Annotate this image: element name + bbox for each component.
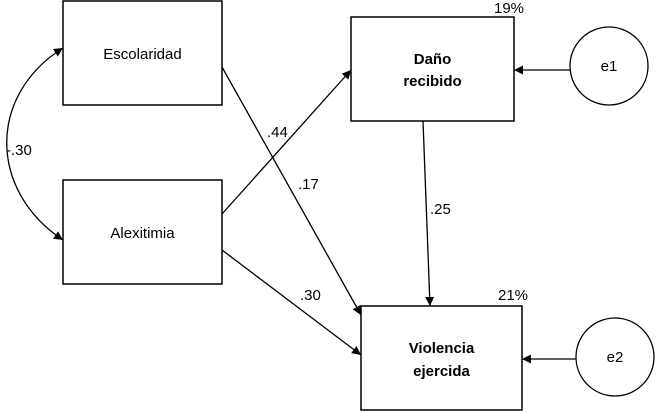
node-violencia-label-2: ejercida <box>413 363 470 380</box>
edge-alexitimia-violencia <box>221 249 362 356</box>
coef-escolaridad-violencia: .17 <box>298 176 319 193</box>
node-e1 <box>569 26 649 106</box>
node-alexitimia <box>62 179 223 285</box>
node-violencia-ejercida <box>360 305 523 411</box>
node-dano-label-1: Daño <box>414 51 452 68</box>
coef-alexitimia-dano: .44 <box>267 124 288 141</box>
edge-escolaridad-violencia <box>221 66 362 316</box>
node-e1-label: e1 <box>601 58 618 75</box>
node-dano-r2: 19% <box>494 0 524 17</box>
node-dano-label-2: recibido <box>403 73 461 90</box>
node-violencia-r2: 21% <box>498 287 528 304</box>
node-violencia-label-1: Violencia <box>409 340 475 357</box>
node-alexitimia-label: Alexitimia <box>110 225 175 242</box>
coef-dano-violencia: .25 <box>430 201 451 218</box>
edge-escolaridad-alexitimia <box>6 47 64 241</box>
coef-escolaridad-alexitimia: -.30 <box>6 142 32 159</box>
node-e2 <box>575 317 655 397</box>
node-escolaridad <box>62 0 223 106</box>
edge-alexitimia-dano <box>221 69 352 215</box>
node-escolaridad-label: Escolaridad <box>103 46 181 63</box>
edge-dano-violencia <box>422 120 435 307</box>
coef-alexitimia-violencia: .30 <box>300 287 321 304</box>
node-dano-recibido <box>350 16 515 122</box>
node-e2-label: e2 <box>607 349 624 366</box>
